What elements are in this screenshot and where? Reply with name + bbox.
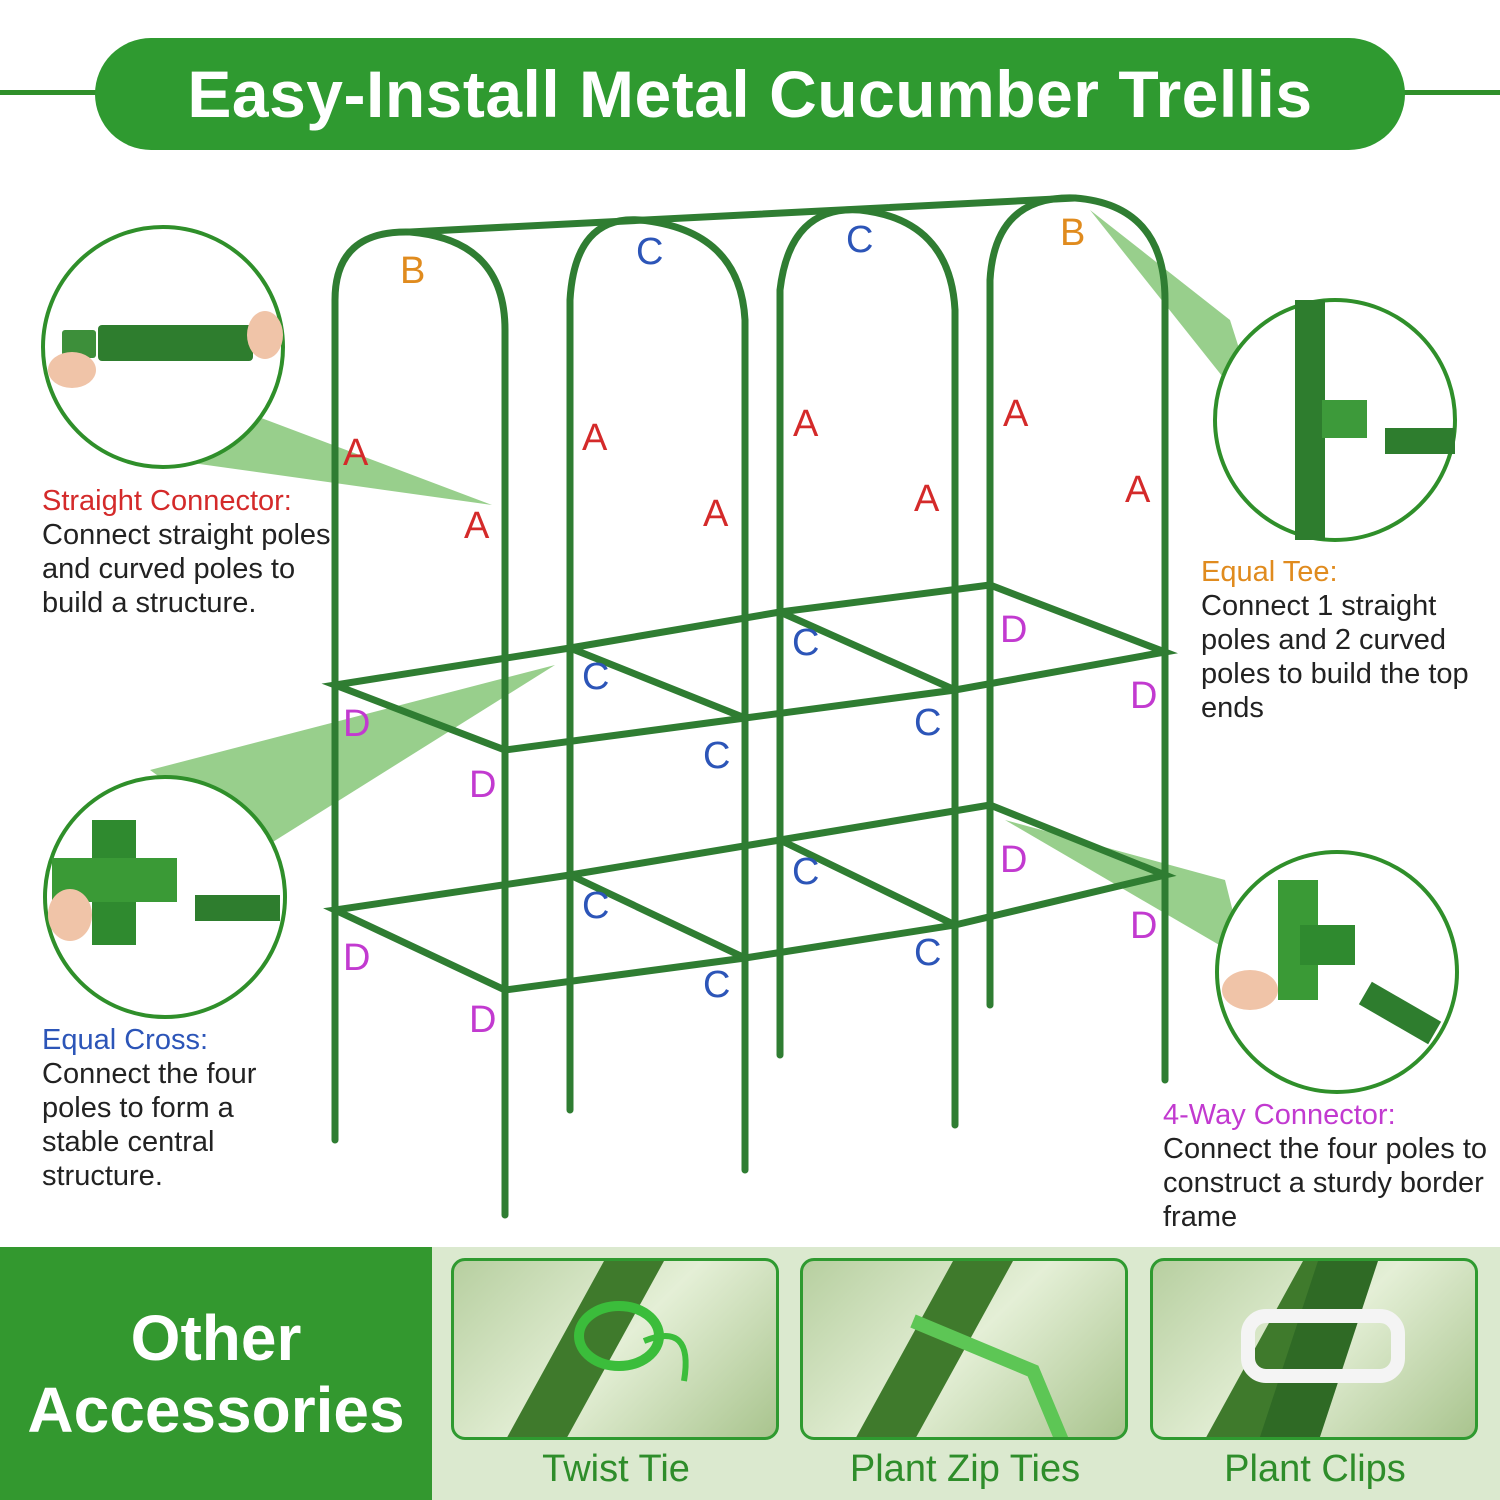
equal-tee-text: Connect 1 straight poles and 2 curved po… [1201,590,1469,724]
equal-tee-photo [1213,298,1457,542]
label-D: D [343,703,370,745]
equal-cross-desc: Equal Cross: Connect the four poles to f… [42,1023,292,1193]
top-rail [406,194,1079,236]
accessory-label: Plant Zip Ties [849,1448,1081,1490]
label-C: C [914,932,941,974]
upper-frame [321,581,1178,754]
label-D: D [1130,905,1157,947]
equal-cross-text: Connect the four poles to form a stable … [42,1058,257,1192]
plant-clips-photo [1150,1258,1478,1440]
label-D: D [1000,839,1027,881]
accessories-heading: Other Accessories [27,1301,405,1446]
fourway-connector-desc: 4-Way Connector: Connect the four poles … [1163,1098,1488,1234]
label-A: A [1003,393,1029,435]
label-C: C [636,231,663,273]
label-C: C [582,885,609,927]
arch-3 [776,206,959,1129]
lower-frame [323,801,1177,994]
label-D: D [1130,675,1157,717]
twist-tie-photo [451,1258,779,1440]
label-C: C [703,964,730,1006]
straight-connector-title: Straight Connector: [42,485,292,517]
trellis-frame [321,194,1178,1219]
fourway-connector-text: Connect the four poles to construct a st… [1163,1133,1488,1233]
callout-wedge-tee [1090,210,1265,430]
equal-tee-title: Equal Tee: [1201,556,1338,588]
callout-wedge-cross [150,665,555,850]
label-A: A [1125,469,1151,511]
banner-left-line [0,90,110,95]
lower-cross-1 [566,871,749,962]
accessories-heading-panel: Other Accessories [0,1247,432,1500]
label-A: A [914,478,940,520]
label-D: D [469,764,496,806]
label-D: D [469,999,496,1041]
lower-cross-2 [776,836,959,929]
label-D: D [343,937,370,979]
title-banner: Easy-Install Metal Cucumber Trellis [95,38,1405,150]
equal-cross-title: Equal Cross: [42,1024,209,1056]
label-A: A [793,403,819,445]
label-A: A [464,505,490,547]
label-A: A [582,417,608,459]
straight-connector-photo [41,225,285,469]
fourway-connector-photo [1215,850,1459,1094]
accessory-label: Plant Clips [1224,1448,1406,1490]
label-B: B [400,250,425,292]
label-C: C [792,622,819,664]
label-C: C [914,702,941,744]
fourway-connector-title: 4-Way Connector: [1163,1099,1396,1131]
label-C: C [582,656,609,698]
label-A: A [703,493,729,535]
label-C: C [792,851,819,893]
page-title: Easy-Install Metal Cucumber Trellis [187,57,1313,131]
label-D: D [1000,609,1027,651]
trellis-diagram: A A A A A A A A B B C C C C C C C C C C … [41,194,1459,1219]
plant-zip-ties-photo [800,1258,1128,1440]
upper-cross-1 [566,644,749,722]
label-B: B [1060,212,1085,254]
accessory-label: Twist Tie [542,1448,690,1490]
label-A: A [343,432,369,474]
label-C: C [703,735,730,777]
callout-wedge-fourway [1005,820,1245,960]
equal-tee-desc: Equal Tee: Connect 1 straight poles and … [1201,555,1481,725]
straight-connector-text: Connect straight poles and curved poles … [42,519,331,619]
straight-connector-desc: Straight Connector: Connect straight pol… [42,484,332,620]
banner-right-line [1390,90,1500,95]
label-C: C [846,219,873,261]
equal-cross-photo [43,775,287,1019]
upper-cross-2 [776,608,959,694]
